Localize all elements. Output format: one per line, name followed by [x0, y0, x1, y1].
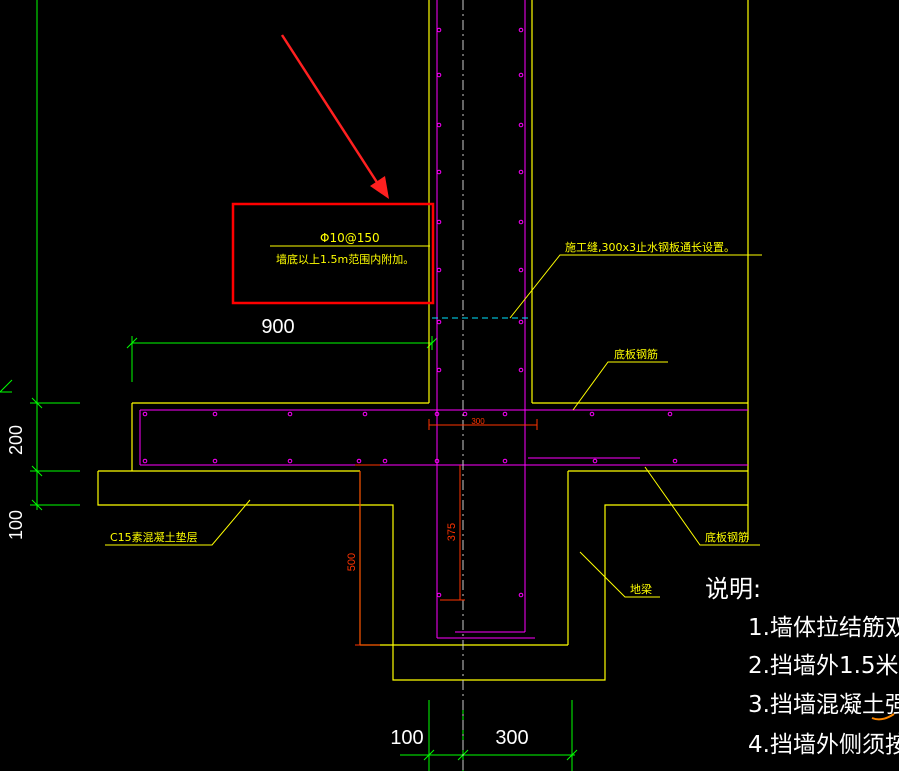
- notes-item-3: 3.挡墙混凝土强度等: [748, 692, 899, 718]
- dim-900-label: 900: [261, 316, 294, 338]
- dim-300-bottom-label: 300: [495, 727, 528, 749]
- arrow-icon: [280, 34, 389, 199]
- rebar-lines: [139, 0, 748, 639]
- notes-item-4: 4.挡墙外侧须按建筑: [748, 732, 899, 758]
- red-dimension-lines: [355, 419, 538, 646]
- notes-item-1: 1.墙体拉结筋双向Φ: [748, 615, 899, 641]
- highlight-box: [231, 202, 435, 305]
- concrete-outline: [97, 0, 749, 681]
- dim-500-label: 500: [346, 553, 358, 571]
- dim-100-left-label: 100: [6, 510, 26, 540]
- rebar-spec-text: Φ10@150: [320, 231, 380, 245]
- rebar-dots: [142, 27, 678, 598]
- dim-100-bottom-label: 100: [390, 727, 423, 749]
- bottom-dimension-lines: [400, 700, 578, 771]
- notes-underline-mark: [871, 713, 895, 721]
- rebar-note-text: 墙底以上1.5m范围内附加。: [276, 252, 414, 266]
- dim-375-label: 375: [446, 523, 458, 541]
- notes-item-2: 2.挡墙外1.5米范围: [748, 653, 899, 679]
- ground-beam-text: 地梁: [630, 582, 652, 596]
- bottom-slab-rebar-top-text: 底板钢筋: [614, 347, 658, 361]
- notes-title: 说明:: [705, 575, 761, 603]
- cushion-layer-text: C15素混凝土垫层: [110, 530, 198, 544]
- dim-200-label: 200: [6, 425, 26, 455]
- leader-lines: [105, 245, 762, 598]
- dim-900-line: [126, 336, 438, 382]
- left-dimension-lines: [0, 0, 80, 511]
- joint-note-text: 施工缝,300x3止水钢板通长设置。: [565, 240, 735, 254]
- dim-300-wall-label: 300: [471, 417, 485, 426]
- bottom-slab-rebar-bottom-text: 底板钢筋: [705, 530, 749, 544]
